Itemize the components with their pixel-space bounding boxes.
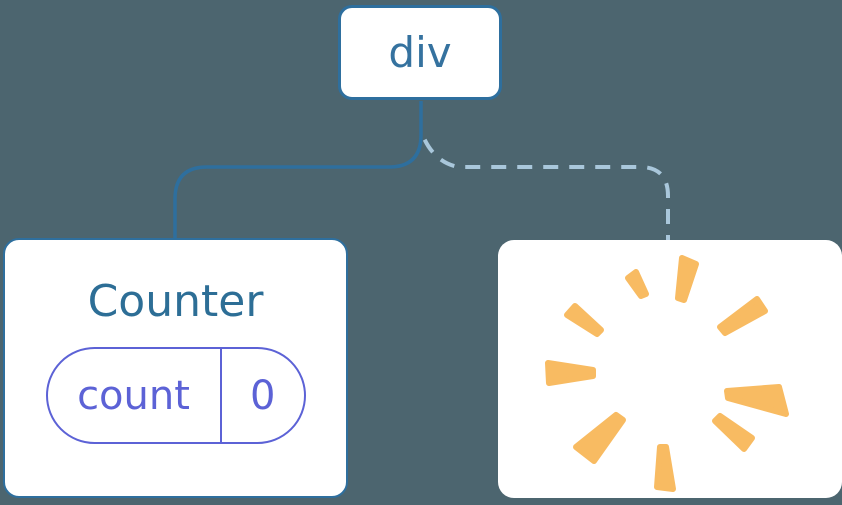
state-pill-divider (219, 349, 222, 443)
poof-ray-upper-right (717, 296, 768, 336)
poof-ray-left (545, 360, 596, 386)
root-node: div (338, 5, 502, 100)
poof-icon (545, 255, 789, 492)
root-node-label: div (388, 28, 452, 77)
state-pill: count 0 (45, 347, 306, 445)
poof-ray-top-left-small (625, 269, 649, 299)
poof-ray-right (724, 384, 789, 417)
state-pill-value: 0 (250, 372, 276, 419)
poof-ray-upper-left (564, 303, 604, 337)
counter-card-title: Counter (87, 276, 264, 327)
poof-ray-bottom (654, 444, 676, 492)
removed-card (498, 240, 842, 498)
poof-ray-top (675, 255, 699, 303)
counter-card: Counter count 0 (3, 238, 348, 498)
poof-ray-lower-left (573, 412, 626, 464)
poof-ray-lower-right (712, 413, 755, 452)
state-pill-name: count (77, 372, 190, 419)
edge-solid-parent-to-counter (173, 101, 423, 240)
edge-dashed-parent-to-removed (421, 135, 670, 242)
